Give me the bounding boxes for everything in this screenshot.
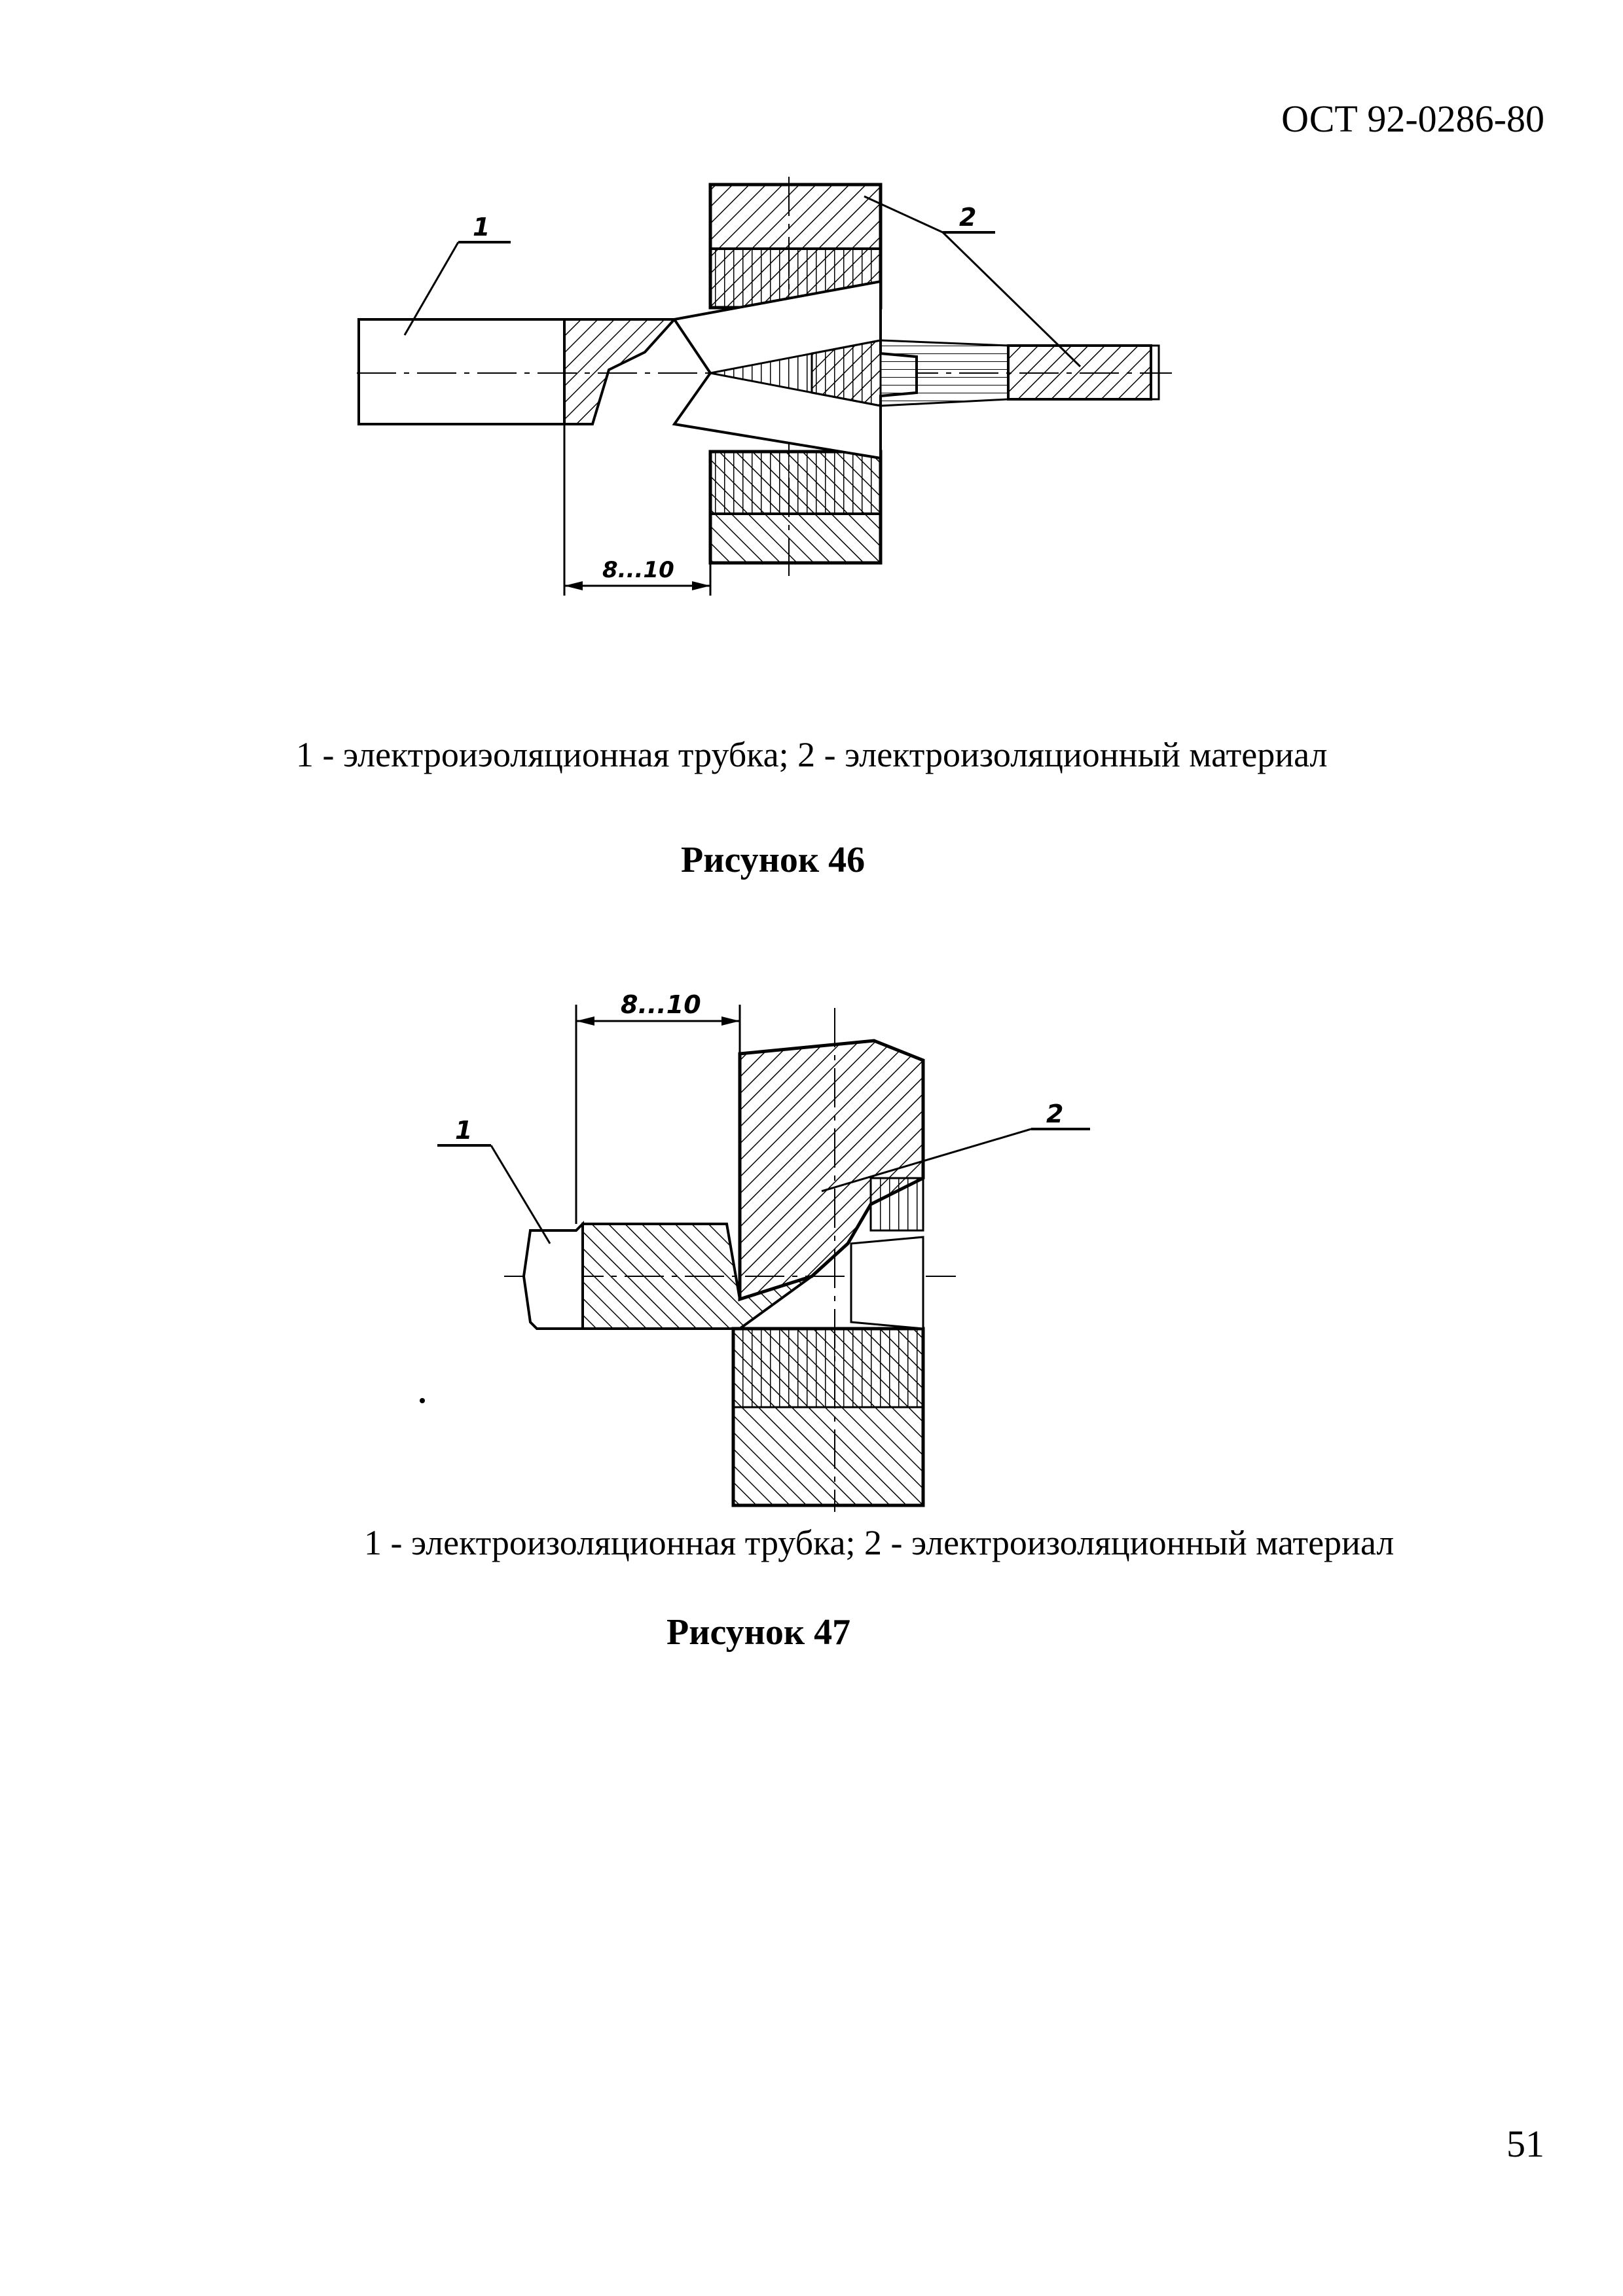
fig46-callout-2: 2 xyxy=(959,203,976,232)
document-code: ОСТ 92-0286-80 xyxy=(1281,98,1544,140)
fig47-callout-2: 2 xyxy=(1046,1100,1063,1128)
figure-47-body xyxy=(420,1005,1090,1512)
page-number: 51 xyxy=(1506,2123,1544,2165)
fig46-callout-1: 1 xyxy=(473,213,490,242)
fig46-dimension: 8...10 xyxy=(602,557,674,583)
figure-47-caption: 1 - электроизоляционная трубка; 2 - элек… xyxy=(364,1523,1395,1562)
fig47-callout-1: 1 xyxy=(455,1116,472,1145)
fig47-dimension: 8...10 xyxy=(621,990,701,1019)
figure-47-title: Рисунок 47 xyxy=(666,1612,851,1653)
figure-46-title: Рисунок 46 xyxy=(681,840,866,880)
figure-46-caption: 1 - электроиэоляционная трубка; 2 - элек… xyxy=(296,735,1328,774)
figure-46-body xyxy=(357,177,1172,596)
